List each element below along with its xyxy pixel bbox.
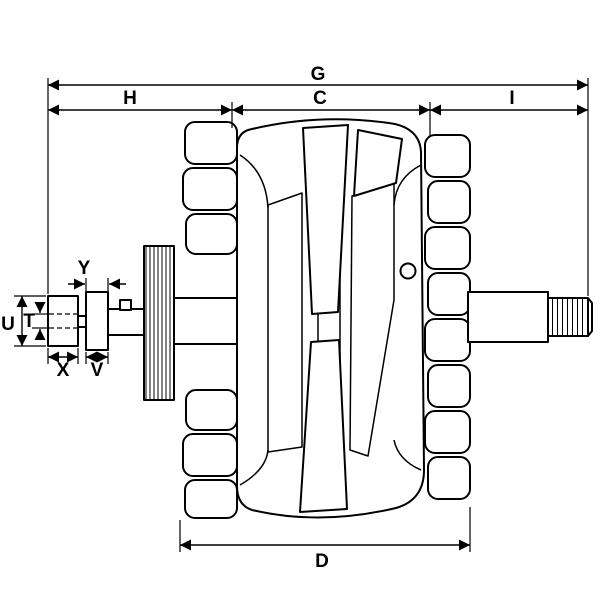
dimension-d: D: [179, 507, 471, 572]
rotor-drawing: [47, 118, 593, 519]
dim-label-h: H: [123, 88, 137, 109]
claw-tooth: [427, 180, 471, 224]
claw-tooth: [424, 226, 471, 270]
dim-label-t: T: [23, 311, 35, 332]
pole-edge-curve: [239, 154, 269, 209]
claw-tooth: [185, 389, 238, 431]
dim-label-c: C: [313, 88, 327, 109]
shaft-section: [107, 308, 145, 336]
shaft-tip: [587, 297, 593, 337]
dim-label-g: G: [311, 64, 326, 85]
dim-label-i: I: [509, 88, 514, 109]
dim-label-d: D: [315, 551, 329, 572]
rotor-body: [236, 118, 425, 519]
dimensions: G H C I D U: [1, 64, 589, 572]
dimension-x: X: [47, 348, 79, 381]
slip-ring-stripes: [145, 247, 173, 399]
claw-tooth: [427, 272, 471, 316]
claw-tooth: [184, 479, 238, 519]
thread-stripes: [549, 299, 587, 335]
dim-label-v: V: [91, 360, 104, 381]
claw-tooth: [182, 433, 238, 477]
pole-edge-curve: [239, 449, 269, 486]
dim-label-x: X: [57, 360, 70, 381]
pole-hole: [399, 262, 417, 280]
claw-tooth: [185, 213, 238, 255]
claw-tooth: [424, 318, 471, 362]
dim-label-u: U: [1, 314, 15, 335]
dimension-v: V: [85, 351, 109, 381]
winding-hatch-left: [267, 192, 303, 453]
claw-finger-bottom: [299, 339, 348, 513]
claw-tooth: [182, 167, 238, 211]
shaft-key: [119, 299, 132, 311]
claw-tooth: [184, 121, 238, 165]
claw-finger-right: [353, 129, 403, 197]
shaft-end-cylinder: [47, 295, 79, 347]
pole-edge-curve: [393, 439, 422, 471]
rotor-core-shaft: [173, 297, 241, 345]
claw-finger-top: [302, 124, 349, 315]
shaft-collar: [85, 291, 109, 351]
claw-tooth: [427, 364, 471, 408]
dimension-hci: H C I: [48, 88, 588, 136]
dim-label-y: Y: [78, 258, 91, 279]
pole-edge-curve: [393, 164, 422, 206]
dimension-t: T: [23, 301, 48, 341]
claw-tooth: [427, 456, 471, 500]
shaft-step: [77, 315, 87, 328]
output-shaft: [467, 291, 549, 343]
dimension-u: U: [1, 295, 46, 347]
claw-tooth: [424, 134, 471, 178]
claw-tooth: [424, 410, 471, 454]
right-claw-poles: [424, 134, 471, 500]
left-claw-poles: [182, 121, 238, 519]
dimension-y: Y: [68, 258, 126, 291]
